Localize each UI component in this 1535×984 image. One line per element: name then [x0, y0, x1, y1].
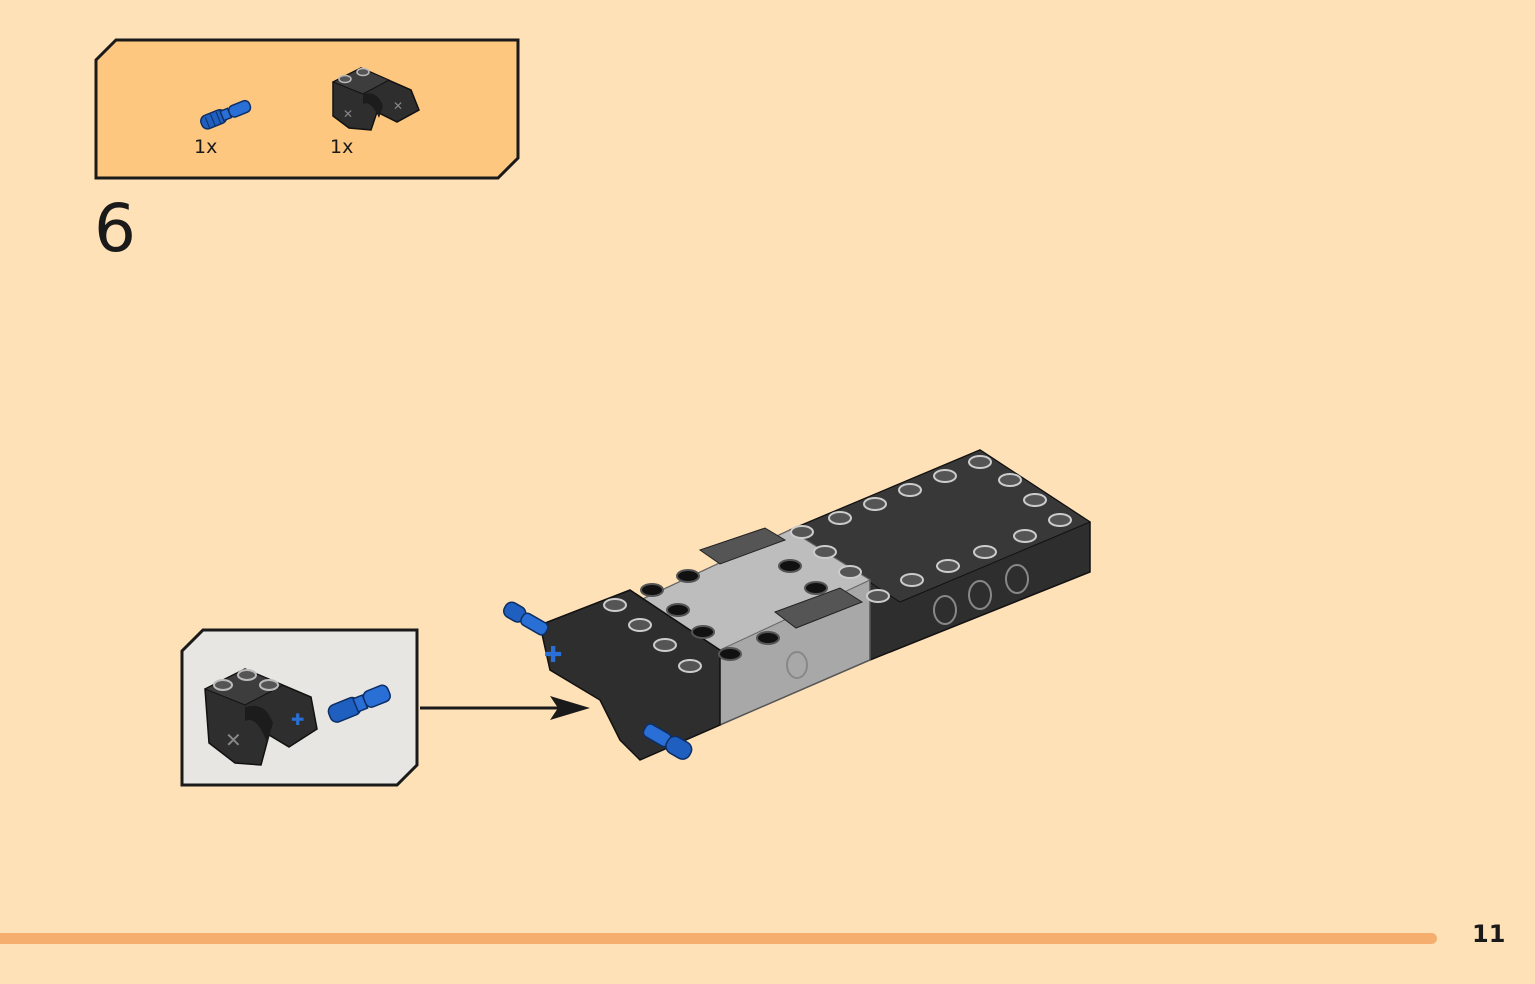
- step-number: 6: [94, 190, 136, 267]
- page-number: 11: [1472, 920, 1506, 948]
- assembly-arrow: [420, 696, 590, 720]
- part-quantity-2: 1x: [330, 136, 354, 158]
- svg-text:✚: ✚: [544, 643, 562, 668]
- svg-text:✕: ✕: [393, 99, 403, 113]
- black-double-beam-bracket-icon: ✕ ✕: [331, 67, 420, 131]
- part-quantity-1: 1x: [194, 136, 218, 158]
- parts-list-panel: 1x ✕ ✕ 1x: [92, 38, 522, 183]
- subassembly-callout: ✕ ✚: [179, 627, 421, 789]
- main-model-illustration: ✚: [503, 449, 1092, 761]
- bracket-with-pin-assembly-icon: ✕ ✚: [203, 668, 391, 766]
- svg-text:✕: ✕: [343, 107, 353, 121]
- parts-panel-frame: [94, 38, 520, 180]
- svg-text:✚: ✚: [291, 710, 304, 729]
- svg-text:✕: ✕: [225, 728, 242, 752]
- blue-axle-pin-icon: [200, 99, 252, 130]
- footer-bar: [0, 933, 1437, 944]
